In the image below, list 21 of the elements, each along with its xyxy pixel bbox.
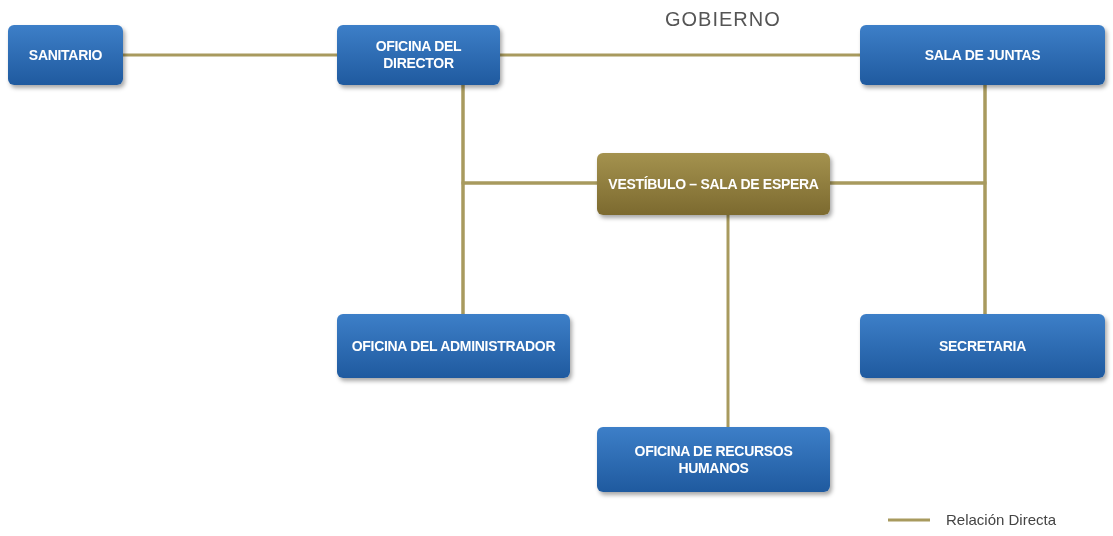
room-label: OFICINA DEL DIRECTOR bbox=[374, 38, 463, 72]
room-box bbox=[597, 427, 830, 492]
room-label: SANITARIO bbox=[28, 46, 103, 64]
legend-label: Relación Directa bbox=[946, 511, 1057, 528]
connector-line bbox=[500, 53, 860, 57]
room-box bbox=[8, 25, 123, 85]
room-label: SALA DE JUNTAS bbox=[924, 46, 1041, 64]
room-box bbox=[860, 25, 1105, 85]
room-box bbox=[337, 314, 570, 378]
connector-line bbox=[726, 215, 730, 427]
room-label: OFICINA DEL ADMINISTRADOR bbox=[351, 337, 556, 355]
connector-line bbox=[123, 53, 337, 57]
connector-line bbox=[461, 181, 597, 314]
room-label: SECRETARIA bbox=[939, 337, 1026, 355]
room-box bbox=[597, 153, 830, 215]
room-label: VESTÍBULO – SALA DE ESPERA bbox=[608, 175, 819, 193]
room-label: OFICINA DE RECURSOS HUMANOS bbox=[633, 442, 794, 477]
diagram-title: GOBIERNO bbox=[665, 8, 781, 31]
room-box bbox=[337, 25, 500, 85]
connector-line bbox=[830, 181, 987, 314]
room-box bbox=[860, 314, 1105, 378]
